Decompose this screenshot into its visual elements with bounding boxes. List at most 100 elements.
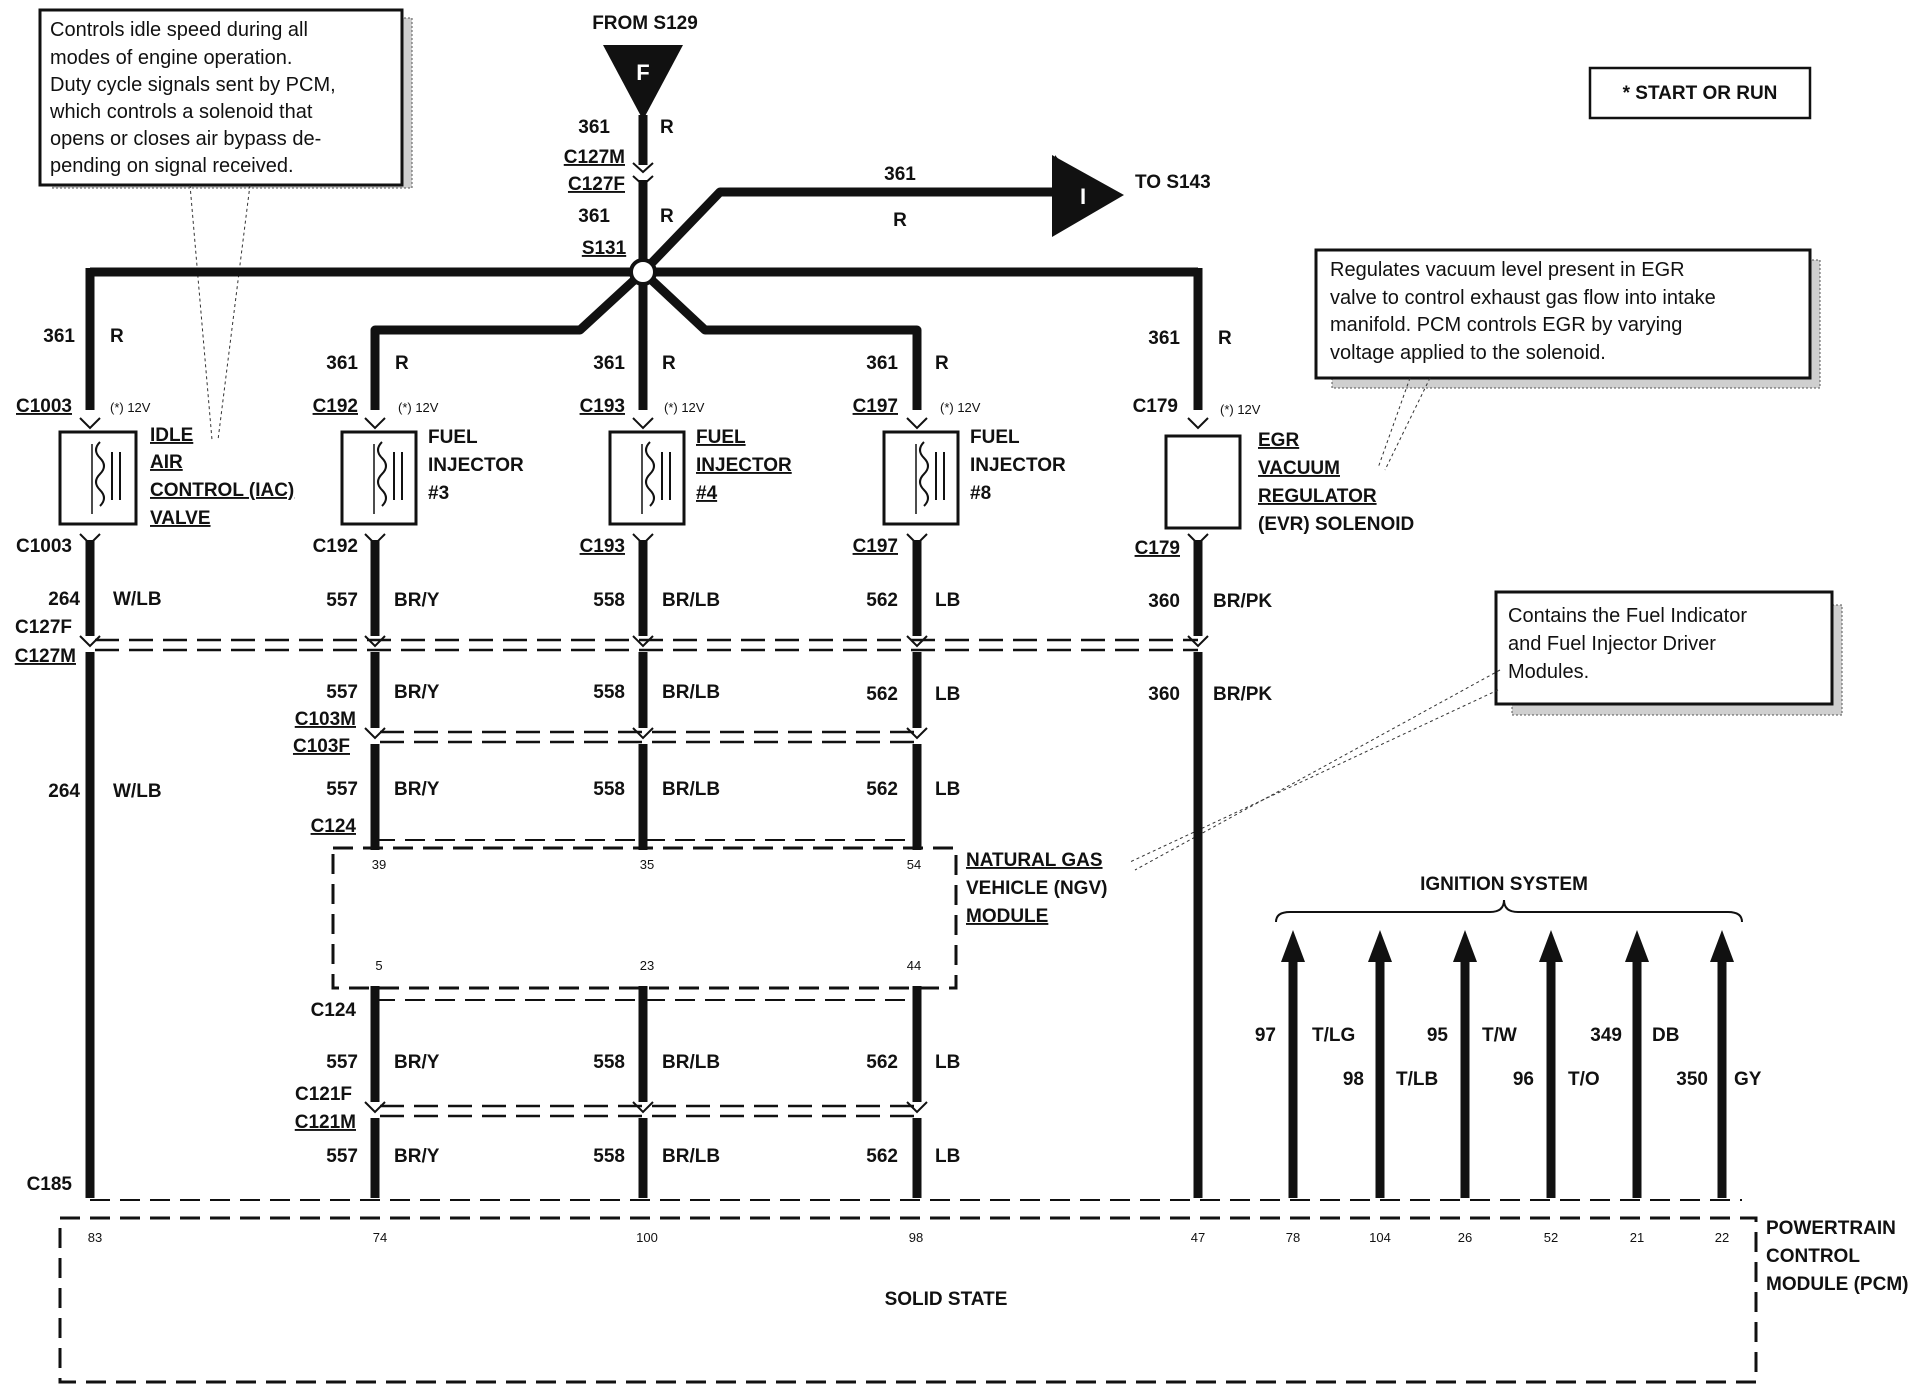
component-name: REGULATOR (1258, 486, 1377, 507)
ignition-wire-color: T/LG (1312, 1025, 1355, 1046)
connector-c124-bottom: C124 (311, 999, 917, 1021)
component-name: FUEL (970, 427, 1020, 448)
egr-note-line: valve to control exhaust gas flow into i… (1330, 287, 1716, 309)
pin-number: 5 (375, 958, 382, 973)
wire-color: BR/Y (394, 590, 440, 611)
wire-color: BR/Y (394, 682, 440, 703)
wire-labels-row1: 264 W/LB 557 BR/Y 558 BR/LB 562 LB 360 B… (48, 589, 1272, 612)
iac-note-line: Duty cycle signals sent by PCM, (50, 74, 336, 96)
legend-box: * START OR RUN (1588, 66, 1812, 120)
voltage-label: (*) 12V (398, 400, 439, 415)
ngv-module-name: VEHICLE (NGV) (966, 878, 1107, 899)
connector-label: C103F (293, 736, 350, 757)
connector-label: C127M (564, 147, 625, 168)
wire-number: 562 (866, 590, 898, 611)
wire-color: LB (935, 779, 960, 800)
component-name: VACUUM (1258, 458, 1340, 479)
component-name: CONTROL (IAC) (150, 480, 294, 501)
wire-number: 558 (593, 682, 625, 703)
pcm-pin-number: 52 (1544, 1230, 1558, 1245)
wire-color: R (662, 353, 676, 374)
connector-label: C192 (313, 536, 358, 557)
egr-note-line: Regulates vacuum level present in EGR (1330, 259, 1685, 281)
ignition-arrow-icon (1281, 930, 1305, 962)
wire-color: BR/LB (662, 682, 720, 703)
top-wire-labels: 361 R C127M C127F 361 R (564, 117, 674, 227)
dest-label: TO S143 (1135, 172, 1211, 193)
pcm-pin-number: 98 (909, 1230, 923, 1245)
iac-note: Controls idle speed during all modes of … (38, 8, 413, 441)
connector-label: C1003 (16, 536, 72, 557)
connector-c121-row: C121F C121M (295, 1084, 917, 1133)
iac-note-line: opens or closes air bypass de- (50, 128, 321, 150)
wire-color: BR/Y (394, 1052, 440, 1073)
pcm-pin-number: 100 (636, 1230, 658, 1245)
wire-number: 264 (48, 589, 80, 610)
egr-note-line: manifold. PCM controls EGR by varying (1330, 314, 1682, 336)
component-name: (EVR) SOLENOID (1258, 514, 1414, 535)
component-name: VALVE (150, 508, 211, 529)
pcm-pin-number: 78 (1286, 1230, 1300, 1245)
ngv-module: 39 35 54 5 23 44 NATURAL GAS VEHICLE (NG… (331, 846, 1107, 990)
wire-color: BR/LB (662, 779, 720, 800)
component-name: FUEL (696, 427, 746, 448)
wire-number: 557 (326, 1146, 358, 1167)
connector-label: C121F (295, 1084, 352, 1105)
egr-note-line: voltage applied to the solenoid. (1330, 342, 1606, 364)
dest-connector: 361 R I TO S143 (884, 164, 1211, 231)
connector-label: C185 (27, 1174, 73, 1195)
wire-number: 562 (866, 779, 898, 800)
wire-color: LB (935, 590, 960, 611)
ngv-module-name: MODULE (966, 906, 1048, 927)
connector-c185: C185 (27, 1174, 1742, 1201)
ignition-wire-color: GY (1734, 1069, 1762, 1090)
ignition-wire-number: 98 (1343, 1069, 1364, 1090)
component-name: #3 (428, 483, 449, 504)
splice-s131: S131 (582, 238, 657, 286)
c127-connector-top (632, 162, 654, 187)
iac-note-line: modes of engine operation. (50, 47, 292, 69)
wire-color: R (660, 206, 674, 227)
dest-letter: I (1080, 184, 1086, 209)
pcm-name: POWERTRAIN (1766, 1218, 1896, 1239)
wire-number: 361 (578, 117, 610, 138)
component-name: INJECTOR (428, 455, 524, 476)
wire-labels-row2: 557 BR/Y 558 BR/LB 562 LB 360 BR/PK (326, 682, 1272, 705)
connector-label: C193 (580, 396, 625, 417)
wire-color: R (660, 117, 674, 138)
pin-number: 35 (640, 857, 654, 872)
pcm-name: MODULE (PCM) (1766, 1274, 1908, 1295)
ignition-wire-color: T/O (1568, 1069, 1600, 1090)
connector-label: C179 (1135, 538, 1180, 559)
connector-label: C1003 (16, 396, 72, 417)
wire-labels-row3: 264 W/LB 557 BR/Y 558 BR/LB 562 LB (48, 779, 960, 802)
ngv-note-line: Modules. (1508, 661, 1589, 683)
ngv-note-line: Contains the Fuel Indicator (1508, 605, 1747, 627)
wire-number: 557 (326, 590, 358, 611)
wire-color: R (395, 353, 409, 374)
ignition-system: IGNITION SYSTEM 97 T/LG 98 T/LB 95 T/W 9… (1255, 874, 1762, 1090)
wire-number: 558 (593, 1052, 625, 1073)
dest-circuit: 361 (884, 164, 916, 185)
connector-label: C192 (313, 396, 358, 417)
wire-color: LB (935, 684, 960, 705)
wire-number: 562 (866, 1146, 898, 1167)
ignition-arrow-icon (1368, 930, 1392, 962)
wire-color: BR/PK (1213, 684, 1272, 705)
connector-label: C103M (295, 709, 356, 730)
voltage-label: (*) 12V (1220, 402, 1261, 417)
wire-number: 361 (578, 206, 610, 227)
pcm-center-text: SOLID STATE (885, 1289, 1008, 1310)
wire-color: BR/LB (662, 1146, 720, 1167)
component-name: EGR (1258, 430, 1299, 451)
source-letter: F (636, 60, 649, 85)
wire-number: 264 (48, 781, 80, 802)
dest-color: R (893, 210, 907, 231)
component-name: FUEL (428, 427, 478, 448)
pcm-pin-number: 21 (1630, 1230, 1644, 1245)
source-label: FROM S129 (592, 13, 698, 34)
connector-label: C124 (311, 816, 357, 837)
ignition-wire-number: 350 (1676, 1069, 1708, 1090)
